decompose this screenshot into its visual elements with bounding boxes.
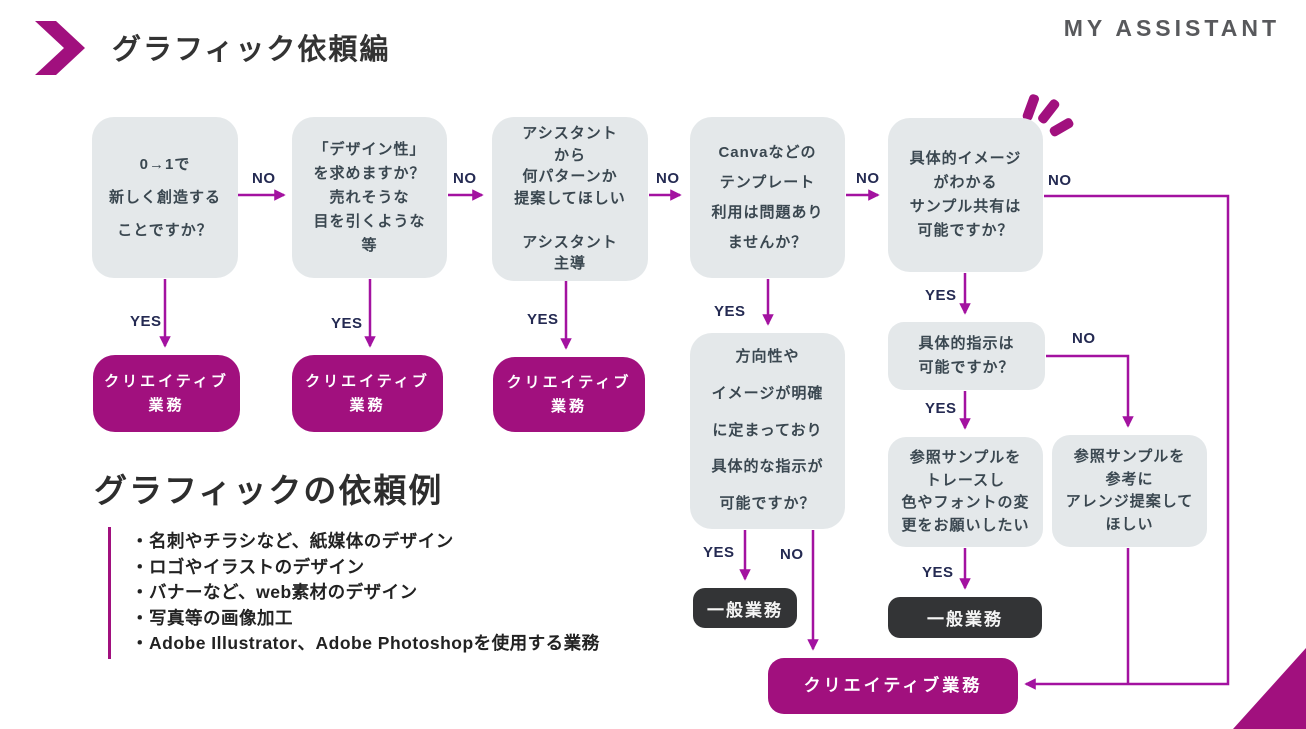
question-node-clear-direction: 方向性や イメージが明確 に定まっており 具体的な指示が 可能ですか？ — [690, 333, 845, 529]
outcome-text: クリエイティブ業務 — [803, 676, 983, 696]
examples-heading: グラフィックの依頼例 — [94, 472, 444, 509]
label-no: NO — [453, 170, 477, 187]
node-text: 参照サンプルを 参考に アレンジ提案して ほしい — [1065, 448, 1194, 533]
example-item: ・ロゴやイラストのデザイン — [131, 556, 365, 577]
outcome-creative-final: クリエイティブ業務 — [768, 658, 1018, 714]
examples-list: ・名刺やチラシなど、紙媒体のデザイン ・ロゴやイラストのデザイン ・バナーなど、… — [108, 527, 651, 659]
node-text: 具体的指示は 可能ですか？ — [918, 335, 1015, 376]
example-item: ・Adobe Illustrator、Adobe Photoshopを使用する業… — [131, 633, 600, 653]
node-text: アシスタント から 何パターンか 提案してほしい アシスタント 主導 — [514, 124, 626, 273]
label-yes: YES — [714, 303, 746, 320]
label-no: NO — [656, 170, 680, 187]
outcome-text: クリエイティブ 業務 — [305, 372, 430, 414]
label-yes: YES — [130, 313, 162, 330]
outcome-text: 一般業務 — [927, 610, 1003, 629]
outcome-creative-3: クリエイティブ 業務 — [493, 357, 645, 432]
label-no: NO — [1072, 330, 1096, 347]
node-text: 0→1で 新しく創造する ことですか？ — [108, 156, 221, 239]
label-yes: YES — [925, 400, 957, 417]
example-item: ・写真等の画像加工 — [131, 607, 293, 628]
node-text: Canvaなどの テンプレート 利用は問題あり ませんか？ — [711, 143, 824, 251]
question-node-assistant-propose: アシスタント から 何パターンか 提案してほしい アシスタント 主導 — [492, 117, 648, 281]
label-yes: YES — [703, 544, 735, 561]
chevron-icon — [35, 21, 85, 75]
label-yes: YES — [925, 287, 957, 304]
outcome-creative-2: クリエイティブ 業務 — [292, 355, 443, 432]
emphasis-marks-icon — [1022, 94, 1074, 137]
label-no: NO — [1048, 172, 1072, 189]
connector-no-q5-final — [1024, 194, 1230, 690]
node-text: 「デザイン性」 を求めますか？ 売れそうな 目を引くような 等 — [313, 140, 426, 254]
page-title: グラフィック依頼編 — [112, 34, 391, 66]
outcome-text: クリエイティブ 業務 — [104, 372, 229, 414]
question-node-create: 0→1で 新しく創造する ことですか？ — [92, 117, 238, 278]
question-node-design: 「デザイン性」 を求めますか？ 売れそうな 目を引くような 等 — [292, 117, 447, 278]
node-text: 参照サンプルを トレースし 色やフォントの変 更をお願いしたい — [901, 449, 1030, 534]
node-text: 具体的イメージ がわかる サンプル共有は 可能ですか？ — [909, 150, 1022, 239]
example-item: ・名刺やチラシなど、紙媒体のデザイン — [131, 531, 454, 551]
question-node-sample-share: 具体的イメージ がわかる サンプル共有は 可能ですか？ — [888, 118, 1043, 272]
label-yes: YES — [527, 311, 559, 328]
label-no: NO — [856, 170, 880, 187]
node-text: 方向性や イメージが明確 に定まっており 具体的な指示が 可能ですか？ — [711, 348, 824, 513]
question-node-specific-instruction: 具体的指示は 可能ですか？ — [888, 322, 1045, 390]
brand-logo: MY ASSISTANT — [1063, 15, 1280, 41]
node-trace-sample: 参照サンプルを トレースし 色やフォントの変 更をお願いしたい — [888, 437, 1043, 547]
connector-no-q7-q9 — [1046, 354, 1134, 428]
outcome-general-1: 一般業務 — [693, 588, 797, 628]
outcome-text: クリエイティブ 業務 — [506, 373, 632, 415]
label-yes: YES — [922, 564, 954, 581]
label-no: NO — [252, 170, 276, 187]
label-no: NO — [780, 546, 804, 563]
label-yes: YES — [331, 315, 363, 332]
question-node-canva: Canvaなどの テンプレート 利用は問題あり ませんか？ — [690, 117, 845, 278]
outcome-text: 一般業務 — [707, 600, 783, 620]
outcome-general-2: 一般業務 — [888, 597, 1042, 638]
node-arrange-sample: 参照サンプルを 参考に アレンジ提案して ほしい — [1052, 435, 1207, 547]
example-item: ・バナーなど、web素材のデザイン — [131, 582, 418, 602]
outcome-creative-1: クリエイティブ 業務 — [93, 355, 240, 432]
